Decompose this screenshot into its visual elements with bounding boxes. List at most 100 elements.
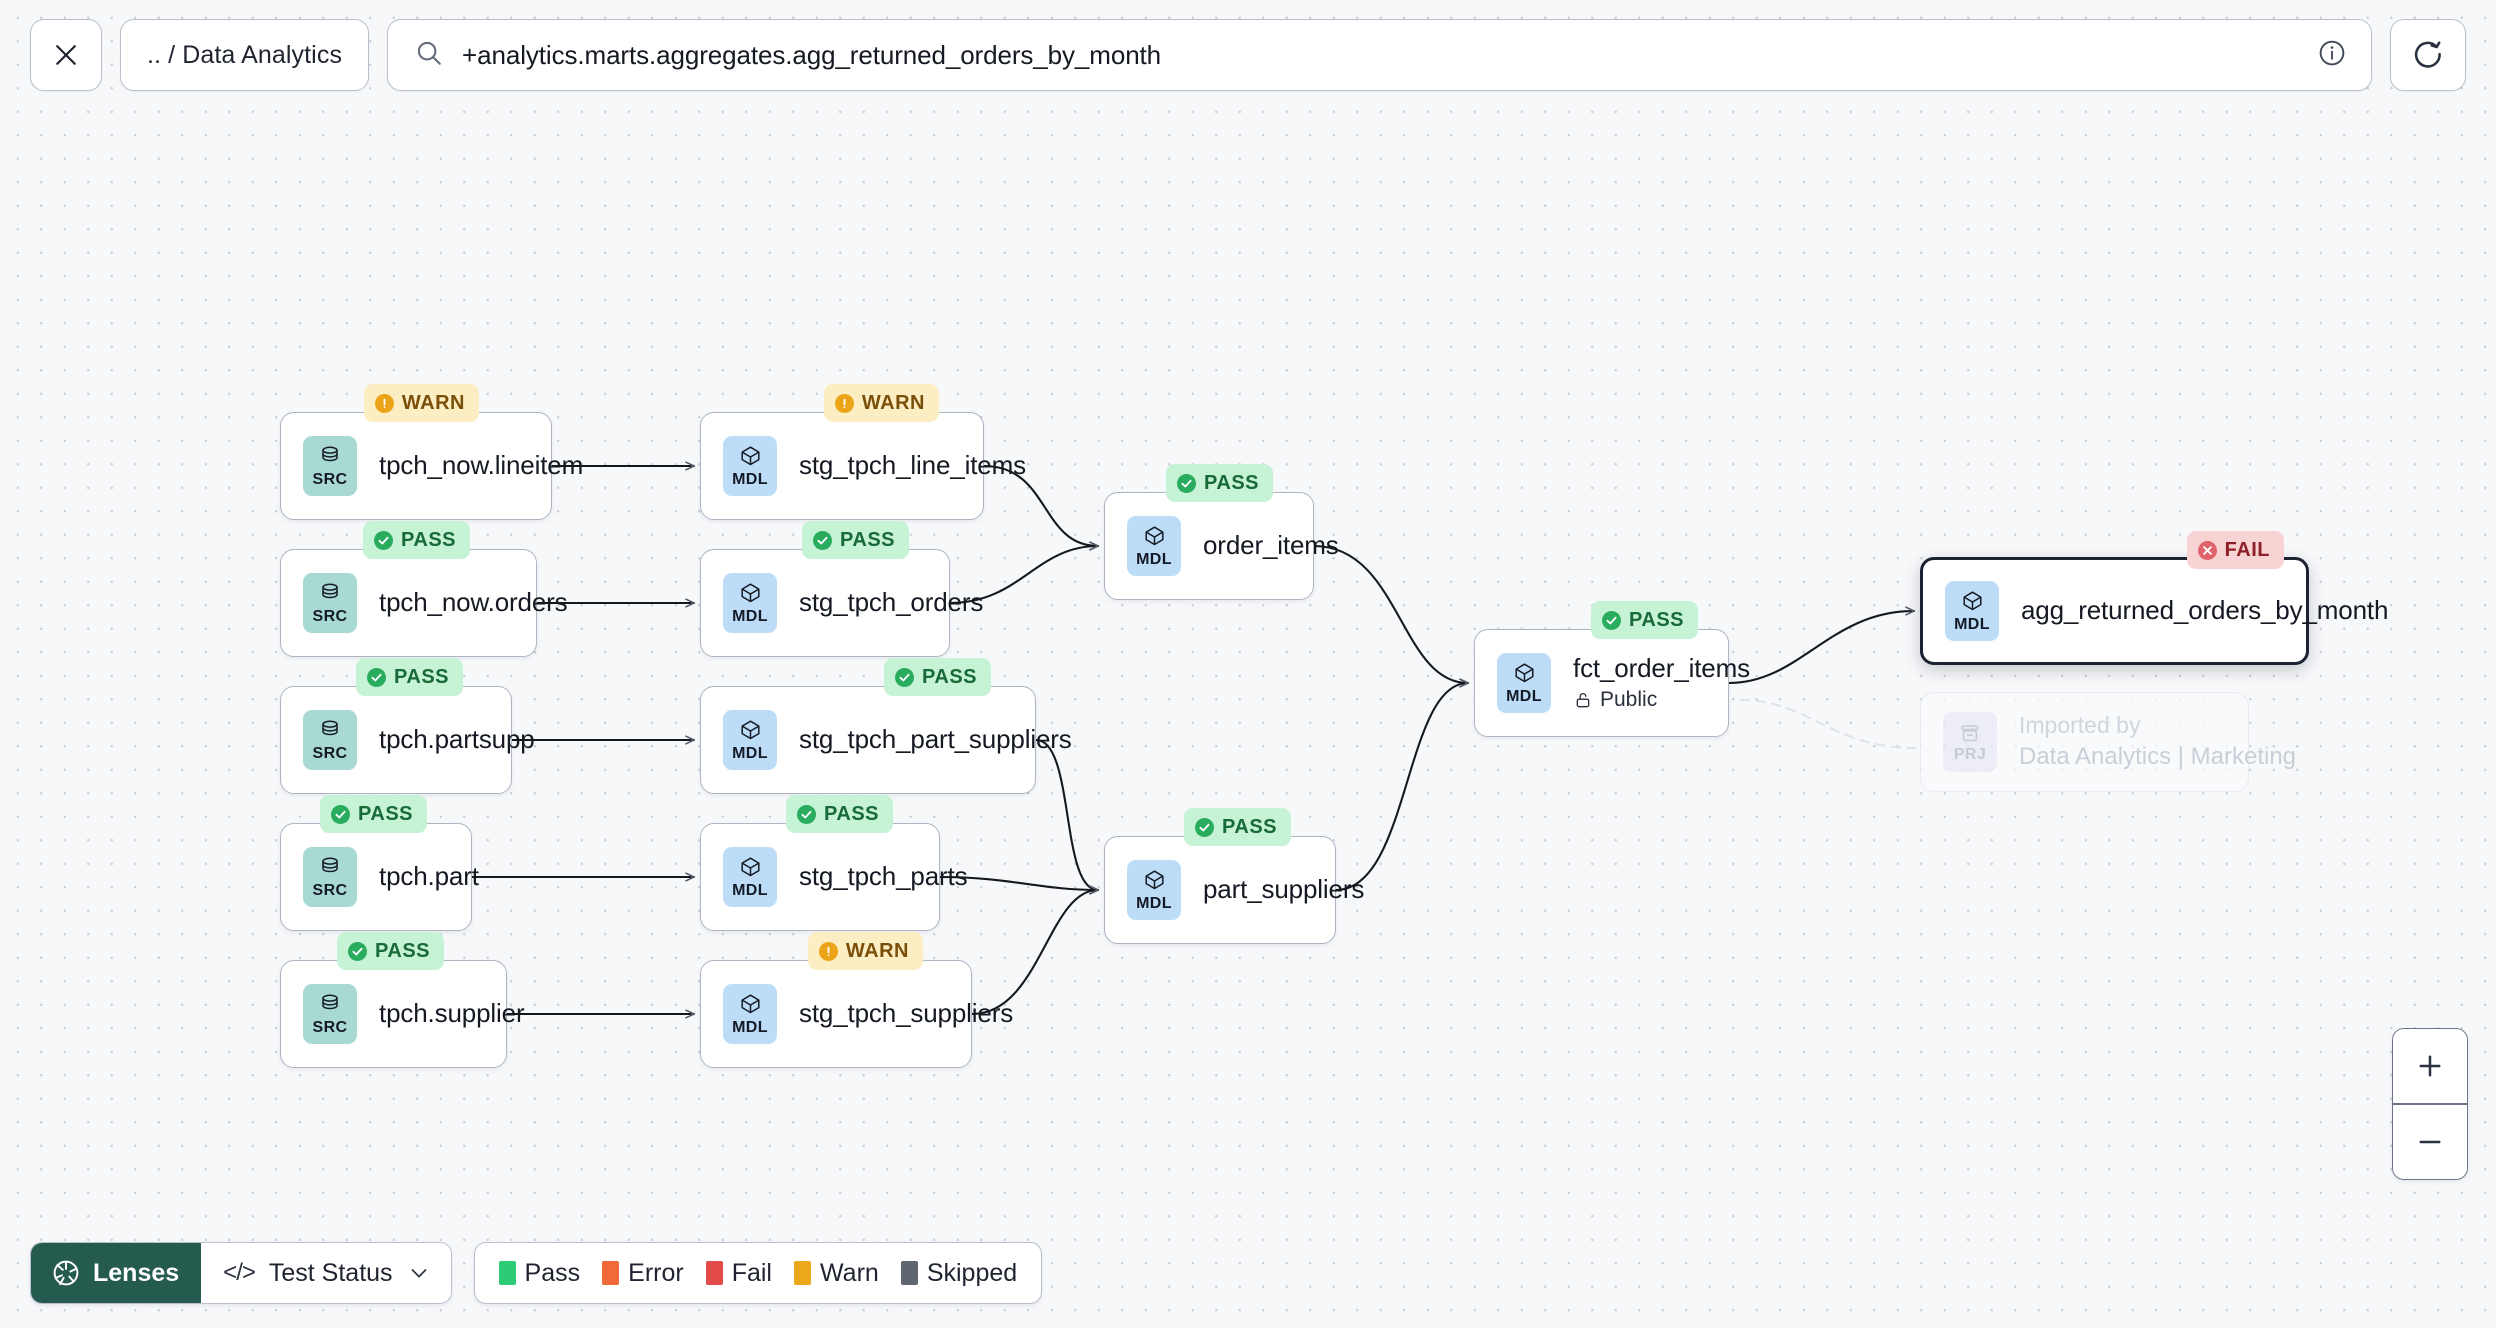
node-title: stg_tpch_parts xyxy=(799,861,968,892)
test-status-dropdown[interactable]: </> Test Status xyxy=(201,1243,451,1303)
graph-node-src_lineitem[interactable]: SRC tpch_now.lineitem WARN xyxy=(280,384,583,520)
test-status-label: Test Status xyxy=(268,1258,393,1287)
status-badge-label: FAIL xyxy=(2224,538,2270,561)
status-dot xyxy=(374,393,394,413)
status-badge: PASS xyxy=(363,521,470,559)
zoom-in-button[interactable] xyxy=(2393,1029,2467,1104)
status-badge: WARN xyxy=(823,384,939,422)
status-dot xyxy=(367,667,387,687)
breadcrumb[interactable]: .. / Data Analytics xyxy=(120,19,370,91)
database-icon xyxy=(318,719,342,745)
legend-item-fail[interactable]: Fail xyxy=(705,1259,772,1288)
node-body: stg_tpch_line_items xyxy=(799,450,1026,481)
node-body: tpch_now.lineitem xyxy=(379,450,583,481)
node-type-icon-mdl: MDL xyxy=(723,710,777,770)
zoom-out-button[interactable] xyxy=(2393,1105,2467,1179)
graph-edge-11 xyxy=(1334,678,1470,892)
lens-control-group: Lenses </> Test Status xyxy=(30,1242,452,1304)
unlock-icon xyxy=(1573,690,1593,710)
node-body: stg_tpch_suppliers xyxy=(799,998,1013,1029)
info-icon[interactable] xyxy=(2317,38,2347,73)
node-type-label: MDL xyxy=(732,470,768,488)
graph-edge-10 xyxy=(1312,544,1470,688)
close-button[interactable] xyxy=(30,19,102,91)
node-type-label: MDL xyxy=(1136,894,1172,912)
cube-icon xyxy=(1960,590,1985,616)
graph-node-src_orders[interactable]: SRC tpch_now.orders PASS xyxy=(280,521,568,657)
cube-icon xyxy=(1142,869,1167,895)
node-type-icon-mdl: MDL xyxy=(1127,516,1181,576)
status-legend: Pass Error Fail Warn Skipped xyxy=(473,1242,1043,1304)
graph-node-stg_parts[interactable]: MDL stg_tpch_parts PASS xyxy=(700,795,968,931)
status-badge: PASS xyxy=(786,795,893,833)
legend-item-pass[interactable]: Pass xyxy=(498,1259,580,1288)
legend-item-error[interactable]: Error xyxy=(602,1259,684,1288)
node-type-icon-mdl: MDL xyxy=(723,847,777,907)
node-body: stg_tpch_part_suppliers xyxy=(799,724,1072,755)
legend-swatch-error xyxy=(602,1261,620,1285)
status-dot xyxy=(797,804,817,824)
fail-status-icon xyxy=(2201,544,2214,557)
node-title: tpch_now.orders xyxy=(379,587,568,618)
plus-icon xyxy=(2419,1055,2441,1077)
node-body: agg_returned_orders_by_month xyxy=(2021,595,2388,626)
legend-label: Skipped xyxy=(926,1258,1018,1287)
status-badge-label: PASS xyxy=(1222,815,1277,838)
node-type-label: SRC xyxy=(312,1018,348,1036)
status-badge-label: WARN xyxy=(861,391,925,414)
pass-status-icon xyxy=(370,671,383,684)
pass-status-icon xyxy=(898,671,911,684)
project-archive-icon xyxy=(1958,722,1982,746)
database-icon xyxy=(318,582,342,608)
node-type-label: SRC xyxy=(312,607,348,625)
cube-icon xyxy=(738,719,763,745)
search-input[interactable]: +analytics.marts.aggregates.agg_returned… xyxy=(387,19,2372,91)
pass-status-icon xyxy=(377,534,390,547)
node-type-label: SRC xyxy=(312,470,348,488)
status-dot xyxy=(1602,610,1622,630)
cube-icon xyxy=(738,582,763,608)
node-body: tpch.supplier xyxy=(379,998,525,1029)
node-title: fct_order_items xyxy=(1573,652,1750,683)
status-dot xyxy=(331,804,351,824)
database-icon xyxy=(318,445,342,471)
node-title: stg_tpch_part_suppliers xyxy=(799,724,1072,755)
minus-icon xyxy=(2419,1140,2441,1144)
refresh-button[interactable] xyxy=(2390,19,2466,91)
node-type-icon-src: SRC xyxy=(303,847,357,907)
cube-icon xyxy=(738,856,763,882)
status-dot xyxy=(813,530,833,550)
status-badge-label: PASS xyxy=(840,528,895,551)
lenses-button[interactable]: Lenses xyxy=(31,1243,202,1303)
warn-status-icon xyxy=(378,397,391,410)
status-badge: WARN xyxy=(363,384,479,422)
status-dot xyxy=(1177,473,1197,493)
status-dot xyxy=(834,393,854,413)
lenses-label: Lenses xyxy=(93,1258,180,1287)
legend-item-skipped[interactable]: Skipped xyxy=(900,1258,1018,1288)
graph-node-stg_line_items[interactable]: MDL stg_tpch_line_items WARN xyxy=(700,384,1026,520)
warn-status-icon xyxy=(838,397,851,410)
node-title: stg_tpch_orders xyxy=(799,587,984,618)
pass-status-icon xyxy=(816,534,829,547)
node-type-label: MDL xyxy=(732,1018,768,1036)
legend-item-warn[interactable]: Warn xyxy=(794,1259,879,1288)
status-badge-label: PASS xyxy=(1629,608,1684,631)
graph-edge-12 xyxy=(1727,606,1916,685)
pass-status-icon xyxy=(1605,614,1618,627)
node-visibility-label: Public xyxy=(1600,688,1658,712)
node-type-icon-src: SRC xyxy=(303,710,357,770)
status-badge: PASS xyxy=(1166,464,1273,502)
